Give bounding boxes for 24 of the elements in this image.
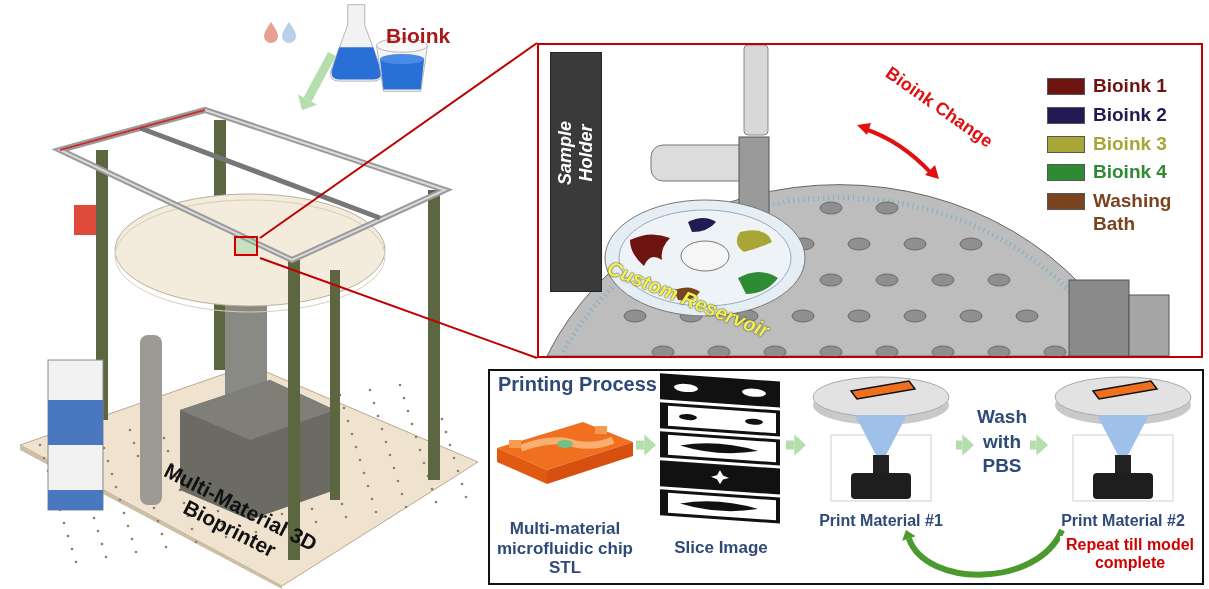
step-caption: Slice Image bbox=[674, 538, 768, 558]
bioink-label: Bioink bbox=[386, 24, 451, 49]
arrow bbox=[902, 528, 1065, 578]
arrow bbox=[1030, 434, 1048, 456]
panel-title: Printing Process bbox=[498, 373, 657, 396]
zoom-line bbox=[259, 42, 538, 239]
arrow bbox=[786, 434, 806, 456]
process-panel bbox=[488, 369, 1204, 585]
zoom-line bbox=[259, 257, 538, 359]
arrow bbox=[298, 51, 336, 110]
legend-label: Bioink 3 bbox=[1093, 132, 1168, 156]
arrow bbox=[636, 434, 656, 456]
arrow bbox=[956, 434, 974, 456]
legend-label: Bioink 2 bbox=[1093, 103, 1168, 127]
sample-holder-block bbox=[550, 52, 602, 292]
step-caption: Multi-material microfluidic chip STL bbox=[496, 519, 634, 578]
step-label: Wash with PBS bbox=[974, 405, 1030, 495]
legend-label: Bioink 4 bbox=[1093, 161, 1168, 185]
legend-label: Washing Bath bbox=[1093, 190, 1173, 236]
holder-label: Sample Holder bbox=[555, 119, 597, 187]
step-caption: Print Material #1 bbox=[819, 511, 943, 530]
zoom-marker bbox=[234, 236, 258, 256]
step-caption: Print Material #2 bbox=[1061, 511, 1185, 530]
legend-label: Bioink 1 bbox=[1093, 75, 1168, 98]
